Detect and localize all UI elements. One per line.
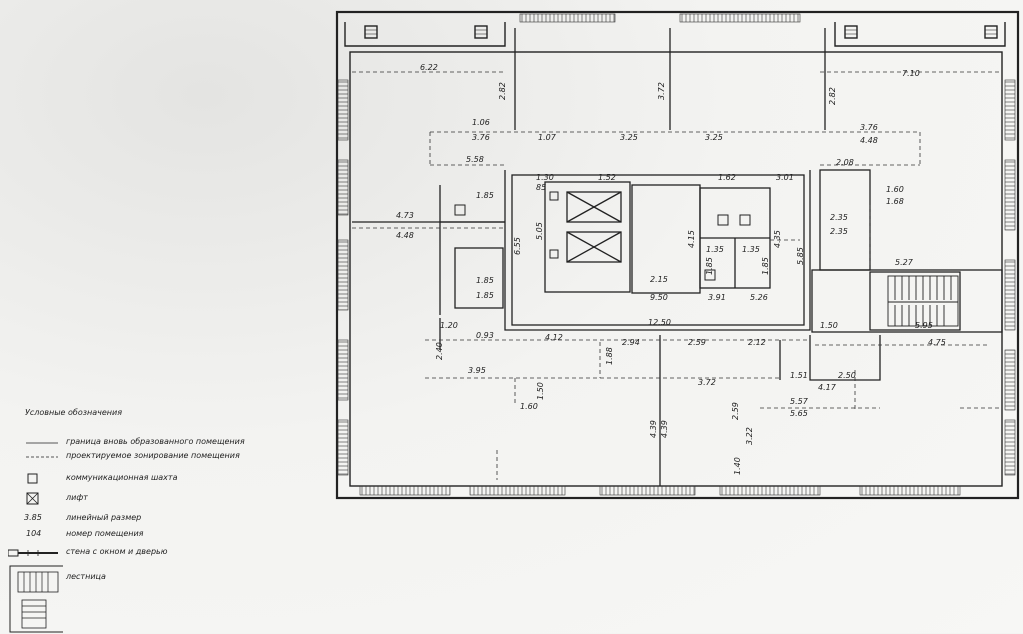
dim-label: 7.10 (902, 69, 920, 78)
dim-label: 12.50 (648, 318, 671, 327)
dim-label: 3.91 (708, 293, 726, 302)
dim-label: 4.48 (860, 136, 878, 145)
legend-text: лифт (66, 493, 88, 502)
dim-label: 4.35 (773, 230, 782, 248)
dim-label: 6.55 (513, 237, 522, 255)
legend-text: граница вновь образованного помещения (66, 437, 245, 446)
dim-label: 4.12 (545, 333, 563, 342)
dim-label: 1.51 (790, 371, 808, 380)
dim-label: 1.35 (706, 245, 724, 254)
dim-label: 5.65 (790, 409, 808, 418)
legend-title: Условные обозначения (25, 408, 123, 417)
dim-label: 1.35 (742, 245, 760, 254)
legend-text: линейный размер (66, 513, 142, 522)
staircase-icon (9, 565, 63, 633)
elevator-icon (26, 492, 39, 505)
dim-label: 3.01 (776, 173, 794, 182)
dim-label: 1.85 (476, 276, 494, 285)
dim-label: 5.57 (790, 397, 809, 406)
dim-label: 2.59 (731, 402, 740, 420)
shaft-square-icon (27, 473, 38, 484)
dim-label: 1.30 (536, 173, 554, 182)
dim-label: 1.85 (476, 291, 494, 300)
dim-label: 1.85 (705, 257, 714, 275)
dim-label: 5.05 (535, 222, 544, 240)
dim-label: 3.76 (860, 123, 878, 132)
dim-label: 1.68 (886, 197, 904, 206)
dim-label: 1.85 (476, 191, 494, 200)
interior-walls (352, 28, 1003, 486)
dim-label: 4.48 (396, 231, 414, 240)
dim-label: 4.73 (396, 211, 414, 220)
dim-label: 2.15 (650, 275, 668, 284)
dim-label: 3.25 (705, 133, 723, 142)
wall-window-icon (8, 549, 58, 557)
dim-label: 3.95 (468, 366, 486, 375)
dim-label: 6.22 (420, 63, 438, 72)
dim-label: 5.26 (750, 293, 768, 302)
dim-label: 2.12 (748, 338, 766, 347)
dim-label: 5.95 (915, 321, 933, 330)
dimension-labels: 6.22 7.10 1.06 3.76 1.07 3.25 3.25 3.76 … (396, 63, 946, 475)
legend-text: проектируемое зонирование помещения (66, 451, 240, 460)
legend: Условные обозначения граница вновь образ… (0, 400, 290, 633)
dim-label: 2.35 (830, 227, 848, 236)
dim-label: 4.15 (687, 230, 696, 248)
dim-label: 3.22 (745, 427, 754, 445)
dim-label: 4.75 (928, 338, 946, 347)
dim-label: 2.82 (828, 87, 837, 105)
dim-label: 1.52 (598, 173, 616, 182)
dim-label: 1.20 (440, 321, 458, 330)
dim-label: 3.76 (472, 133, 490, 142)
legend-text: стена с окном и дверью (66, 547, 168, 556)
dim-label: 2.94 (622, 338, 640, 347)
dim-label: 4.17 (818, 383, 837, 392)
dim-label: 1.50 (536, 382, 545, 400)
legend-text: лестница (66, 572, 106, 581)
dim-label: 9.50 (650, 293, 668, 302)
dim-label: 3.72 (698, 378, 716, 387)
dim-label: 1.50 (820, 321, 838, 330)
dim-label: 2.59 (688, 338, 706, 347)
corner-loggias (344, 22, 1006, 47)
border-line-icon (26, 442, 58, 444)
dim-label: 4.39 (660, 420, 669, 438)
dim-label: 5.27 (895, 258, 914, 267)
dim-label: 1.62 (718, 173, 736, 182)
dim-label: 5.85 (796, 247, 805, 265)
dim-label: 2.35 (830, 213, 848, 222)
dim-label: 85 (536, 183, 546, 192)
dim-label: 2.40 (435, 342, 444, 360)
legend-text: номер помещения (66, 529, 144, 538)
window-openings (337, 13, 1016, 496)
staircase (887, 275, 959, 327)
dim-label: 2.50 (838, 371, 856, 380)
dim-label: 4.39 (649, 420, 658, 438)
legend-text: коммуникационная шахта (66, 473, 178, 482)
dim-label: 3.25 (620, 133, 638, 142)
dim-label: 1.85 (761, 257, 770, 275)
dim-label: 1.07 (538, 133, 557, 142)
dim-label: 1.60 (520, 402, 538, 411)
zoning-lines (352, 71, 1000, 480)
elevator-shafts (566, 191, 622, 263)
dashed-line-icon (26, 456, 58, 458)
dim-label: 1.60 (886, 185, 904, 194)
dim-label: 5.58 (466, 155, 484, 164)
dim-label: 2.08 (836, 158, 854, 167)
legend-sample-label: 104 (26, 529, 42, 538)
legend-sample-label: 3.85 (24, 513, 42, 522)
dim-label: 1.88 (605, 347, 614, 365)
dim-label: 1.40 (733, 457, 742, 475)
dim-label: 3.72 (657, 82, 666, 100)
communication-shafts (454, 191, 751, 281)
exterior-walls (335, 10, 1020, 500)
dim-label: 2.82 (498, 82, 507, 100)
dim-label: 1.06 (472, 118, 490, 127)
dim-label: 0.93 (476, 331, 494, 340)
